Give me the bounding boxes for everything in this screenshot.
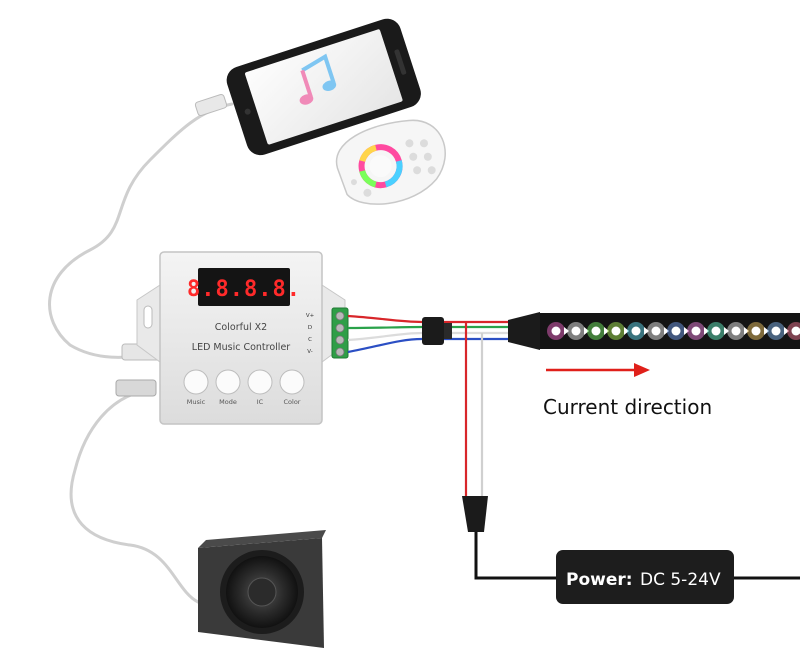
power-adapter <box>556 550 734 604</box>
ic-button[interactable] <box>247 369 273 395</box>
wire-white <box>347 331 520 342</box>
button-label-mode: Mode <box>219 398 237 406</box>
led-pixel <box>771 326 781 336</box>
direction-marker <box>724 327 729 335</box>
led-pixel <box>611 326 621 336</box>
button-label-music: Music <box>187 398 206 406</box>
led-strip-icon <box>540 313 800 349</box>
direction-arrow <box>546 363 650 377</box>
direction-marker <box>684 327 689 335</box>
strip-connector <box>508 312 540 350</box>
wire-red <box>347 314 520 324</box>
phone-jack-plug <box>194 93 228 117</box>
power-value: DC 5-24V <box>640 570 721 590</box>
direction-marker <box>564 327 569 335</box>
led-pixel <box>671 326 681 336</box>
led-pixel <box>751 326 761 336</box>
led-pixel <box>791 326 800 336</box>
phone-audio-cable <box>48 102 234 359</box>
led-music-controller: 8.8.8.8. Colorful X2 LED Music Controlle… <box>136 251 349 425</box>
led-digit-display <box>198 268 290 306</box>
led-pixel <box>591 326 601 336</box>
direction-marker <box>644 327 649 335</box>
color-button[interactable] <box>279 369 305 395</box>
rf-remote-icon <box>335 119 446 205</box>
direction-marker <box>584 327 589 335</box>
power-tap-wires <box>464 322 484 500</box>
led-pixel <box>691 326 701 336</box>
terminal-c: C <box>308 337 312 343</box>
wire-green <box>347 325 520 330</box>
direction-marker <box>604 327 609 335</box>
inline-connector <box>422 317 444 345</box>
brand-label: Colorful X2 <box>215 322 267 333</box>
power-cable <box>474 532 556 580</box>
controller-jack-plug-bottom <box>115 379 157 397</box>
power-label: Power: <box>566 570 633 590</box>
button-label-ic: IC <box>257 398 264 406</box>
terminal-labels: V+ D C V- <box>306 313 315 355</box>
direction-marker <box>624 327 629 335</box>
led-pixel <box>571 326 581 336</box>
led-pixel <box>551 326 561 336</box>
direction-marker <box>744 327 749 335</box>
direction-marker <box>764 327 769 335</box>
led-pixel <box>731 326 741 336</box>
led-pixel <box>711 326 721 336</box>
direction-label: Current direction <box>543 395 712 419</box>
signal-wires <box>347 314 520 354</box>
direction-marker <box>664 327 669 335</box>
product-label: LED Music Controller <box>192 342 291 353</box>
terminal-block <box>331 307 349 359</box>
direction-marker <box>784 327 789 335</box>
terminal-vminus: V- <box>307 349 312 355</box>
mode-button[interactable] <box>215 369 241 395</box>
led-pixel <box>631 326 641 336</box>
wire-blue <box>347 337 520 354</box>
controller-buttons: Music Mode IC Color <box>183 369 305 406</box>
smartphone <box>226 18 421 156</box>
music-note-icon <box>299 53 337 105</box>
speaker-icon <box>198 530 326 648</box>
direction-marker <box>704 327 709 335</box>
power-plug <box>462 496 488 532</box>
led-pixel <box>651 326 661 336</box>
speaker-audio-cable <box>69 388 200 604</box>
button-label-color: Color <box>284 398 301 406</box>
music-button[interactable] <box>183 369 209 395</box>
audio-cables <box>48 102 234 604</box>
display-digits: 8.8.8.8. <box>187 277 301 302</box>
terminal-vplus: V+ <box>306 313 315 319</box>
terminal-d: D <box>308 325 312 331</box>
